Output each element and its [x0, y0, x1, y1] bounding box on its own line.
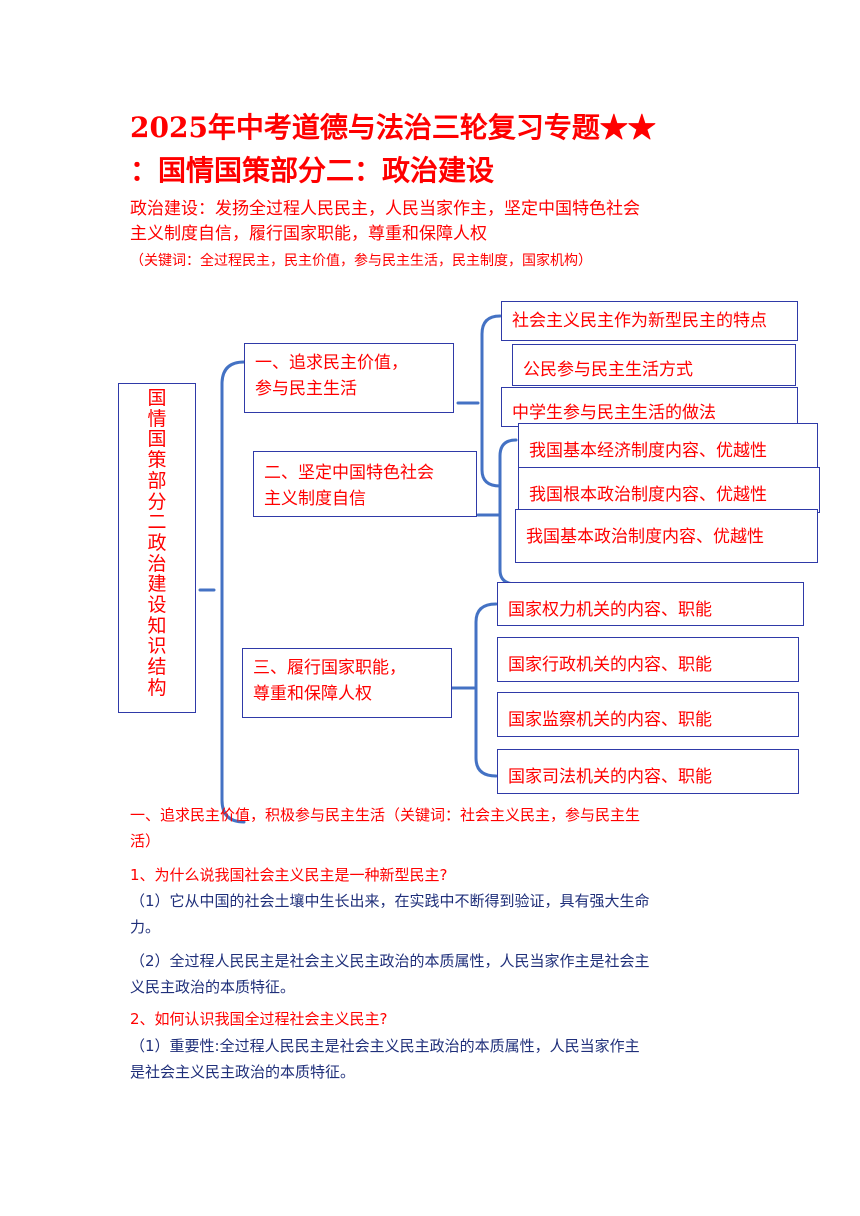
subtitle-line-2: 主义制度自信，履行国家职能，尊重和保障人权	[130, 224, 487, 244]
keywords-note: （关键词：全过程民主，民主价值，参与民主生活，民主制度，国家机构）	[130, 253, 592, 269]
leaf-2-2: 我国根本政治制度内容、优越性	[518, 467, 820, 513]
leaf-3-3: 国家监察机关的内容、职能	[497, 692, 799, 737]
branch-3: 三、履行国家职能， 尊重和保障人权	[242, 648, 452, 718]
page-title-line-1: 2025年中考道德与法治三轮复习专题★★	[130, 111, 656, 144]
branch-2: 二、坚定中国特色社会 主义制度自信	[253, 451, 477, 517]
branch-1-label-2: 参与民主生活	[255, 379, 357, 399]
subtitle-line-1: 政治建设：发扬全过程人民民主，人民当家作主，坚定中国特色社会	[130, 199, 640, 219]
branch-3-label-2: 尊重和保障人权	[253, 684, 372, 704]
branch-3-label-1: 三、履行国家职能，	[253, 658, 406, 678]
leaf-1-2: 公民参与民主生活方式	[512, 344, 796, 386]
page-title-line-2: ：国情国策部分二：政治建设	[130, 154, 495, 187]
leaf-1-3: 中学生参与民主生活的做法	[501, 387, 798, 427]
question-1: 1、为什么说我国社会主义民主是一种新型民主?	[130, 866, 448, 884]
leaf-3-2: 国家行政机关的内容、职能	[497, 637, 799, 682]
branch-2-label-2: 主义制度自信	[264, 489, 366, 509]
branch-1: 一、追求民主价值， 参与民主生活	[244, 343, 454, 413]
question-1-point-2: （2）全过程人民民主是社会主义民主政治的本质属性，人民当家作主是社会主 义民主政…	[130, 952, 650, 996]
branch-2-label-1: 二、坚定中国特色社会	[264, 463, 434, 483]
leaf-3-1: 国家权力机关的内容、职能	[497, 582, 804, 626]
leaf-3-4: 国家司法机关的内容、职能	[497, 749, 799, 794]
question-2: 2、如何认识我国全过程社会主义民主?	[130, 1010, 388, 1028]
leaf-2-3: 我国基本政治制度内容、优越性	[515, 509, 818, 563]
mindmap-connectors	[198, 314, 518, 824]
mindmap-root-label: 国情国策部分二政治建设知识结构	[147, 387, 167, 699]
branch-1-label-1: 一、追求民主价值，	[255, 353, 408, 373]
question-1-point-1: （1）它从中国的社会土壤中生长出来，在实践中不断得到验证，具有强大生命 力。	[130, 892, 650, 936]
leaf-2-1: 我国基本经济制度内容、优越性	[518, 423, 818, 471]
section-1-heading: 一、追求民主价值，积极参与民主生活（关键词：社会主义民主，参与民主生 活）	[130, 806, 641, 850]
question-2-point-1: （1）重要性:全过程人民民主是社会主义民主政治的本质属性，人民当家作主 是社会主…	[130, 1037, 640, 1081]
mindmap-root: 国情国策部分二政治建设知识结构	[118, 383, 196, 713]
leaf-1-1: 社会主义民主作为新型民主的特点	[501, 301, 798, 341]
